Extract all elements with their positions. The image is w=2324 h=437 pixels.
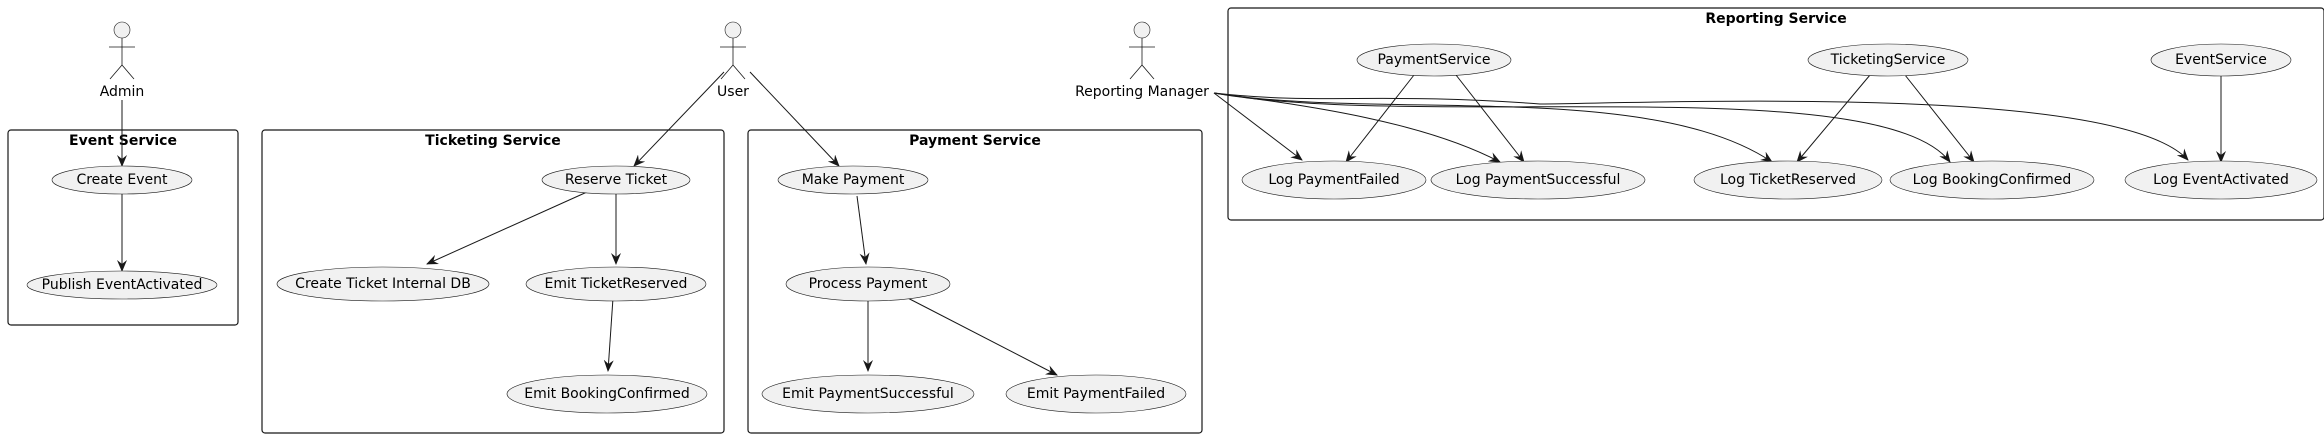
usecase-publish-event-activated: Publish EventActivated — [26, 270, 218, 300]
actor-user-head — [724, 21, 742, 39]
usecase-log-event-activated: Log EventActivated — [2124, 160, 2318, 200]
usecase-log-payment-failed: Log PaymentFailed — [1241, 160, 1427, 200]
svg-text:EventService: EventService — [2175, 52, 2267, 68]
actor-admin-label: Admin — [100, 84, 145, 100]
usecase-reporting-ticketingservice: TicketingService — [1807, 43, 1969, 77]
usecase-emit-payment-successful: Emit PaymentSuccessful — [761, 374, 975, 414]
edge-make-process — [856, 195, 870, 265]
usecase-emit-ticket-reserved: Emit TicketReserved — [525, 266, 707, 302]
svg-text:Log BookingConfirmed: Log BookingConfirmed — [1913, 172, 2072, 188]
usecase-reporting-paymentservice: PaymentService — [1356, 43, 1512, 77]
payment-service-boundary: Payment Service — [747, 129, 1203, 434]
actor-reporting-manager: Reporting Manager — [1075, 21, 1209, 100]
svg-text:Log PaymentSuccessful: Log PaymentSuccessful — [1456, 172, 1621, 188]
svg-text:Log PaymentFailed: Log PaymentFailed — [1268, 172, 1399, 188]
edge-paysvc-log-success — [1455, 74, 1525, 163]
ticketing-service-boundary: Ticketing Service — [261, 129, 725, 434]
svg-text:TicketingService: TicketingService — [1830, 52, 1946, 68]
usecase-log-ticket-reserved: Log TicketReserved — [1693, 160, 1883, 200]
svg-text:Emit PaymentSuccessful: Emit PaymentSuccessful — [782, 386, 954, 402]
svg-text:PaymentService: PaymentService — [1377, 52, 1490, 68]
usecase-log-booking-confirmed: Log BookingConfirmed — [1889, 160, 2095, 200]
svg-text:Log TicketReserved: Log TicketReserved — [1720, 172, 1856, 188]
usecase-create-ticket-internal-db: Create Ticket Internal DB — [276, 266, 490, 302]
edge-ticksvc-log-reserved — [1796, 74, 1871, 163]
actor-user: User — [717, 21, 749, 100]
edge-rm-log-activated — [1213, 92, 2189, 161]
usecase-reporting-eventservice: EventService — [2150, 43, 2292, 77]
usecase-process-payment: Process Payment — [785, 266, 951, 302]
event-service-title: Event Service — [69, 133, 177, 149]
svg-text:Log EventActivated: Log EventActivated — [2153, 172, 2289, 188]
ticketing-service-title: Ticketing Service — [425, 133, 561, 149]
svg-text:Emit TicketReserved: Emit TicketReserved — [545, 276, 688, 292]
reporting-service-boundary: Reporting Service — [1227, 7, 2324, 221]
edges — [117, 71, 2226, 376]
usecase-create-event: Create Event — [51, 165, 193, 195]
edge-rm-log-reserved — [1213, 92, 1773, 163]
usecase-make-payment: Make Payment — [777, 165, 929, 195]
svg-text:Process Payment: Process Payment — [809, 276, 928, 292]
edge-rm-log-booking — [1213, 92, 1951, 163]
svg-text:Emit PaymentFailed: Emit PaymentFailed — [1027, 386, 1165, 402]
edge-rm-log-failed — [1213, 92, 1303, 161]
edge-ticksvc-log-booking — [1904, 74, 1975, 163]
usecase-log-payment-successful: Log PaymentSuccessful — [1430, 160, 1646, 200]
reporting-service-title: Reporting Service — [1705, 11, 1846, 27]
svg-text:Create Event: Create Event — [76, 172, 168, 188]
usecase-reserve-ticket: Reserve Ticket — [541, 165, 691, 195]
edge-paysvc-log-failed — [1345, 74, 1415, 163]
actor-user-label: User — [717, 84, 749, 100]
svg-text:Create Ticket Internal DB: Create Ticket Internal DB — [295, 276, 471, 292]
edge-emit-reserved-booking — [603, 297, 614, 372]
actor-admin: Admin — [100, 21, 145, 100]
svg-text:Reserve Ticket: Reserve Ticket — [565, 172, 668, 188]
payment-service-title: Payment Service — [909, 133, 1041, 149]
edge-process-failed — [899, 293, 1058, 376]
svg-text:Make Payment: Make Payment — [802, 172, 905, 188]
actor-reporting-manager-head — [1133, 21, 1151, 39]
actor-admin-head — [113, 21, 131, 39]
svg-text:Publish EventActivated: Publish EventActivated — [42, 277, 203, 293]
event-service-boundary: Event Service — [7, 129, 239, 326]
edge-user-make-payment — [749, 71, 840, 167]
svg-text:Emit BookingConfirmed: Emit BookingConfirmed — [524, 386, 689, 402]
edge-user-reserve — [633, 71, 725, 167]
actor-reporting-manager-label: Reporting Manager — [1075, 84, 1209, 100]
usecase-emit-payment-failed: Emit PaymentFailed — [1005, 374, 1187, 414]
usecase-emit-booking-confirmed: Emit BookingConfirmed — [506, 374, 708, 414]
edge-reserve-create-db — [426, 191, 588, 265]
